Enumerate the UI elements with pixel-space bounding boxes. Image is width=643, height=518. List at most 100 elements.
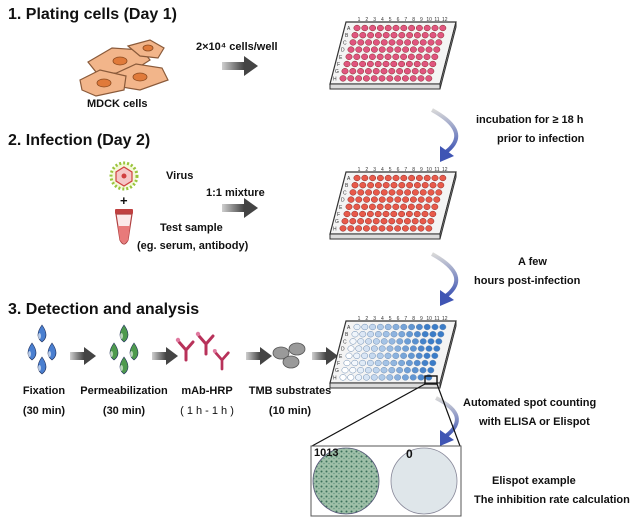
plate-well	[388, 367, 396, 374]
plate-well	[366, 359, 374, 367]
plate-well	[431, 53, 439, 60]
plate-well	[427, 39, 435, 46]
plate-well	[351, 331, 359, 338]
plate-well	[437, 331, 445, 338]
plate-well	[355, 225, 363, 232]
plate-well	[372, 218, 380, 225]
plate-well	[361, 352, 369, 359]
plate-column-label: 11	[434, 316, 439, 322]
plate-well	[409, 46, 417, 53]
plate-row-label: E	[339, 354, 343, 360]
plate-well	[386, 374, 394, 381]
plate-well	[431, 174, 439, 182]
plate-well	[429, 60, 437, 68]
stage-tmb-time: (10 min)	[268, 405, 312, 417]
plate-well	[408, 174, 416, 182]
plate-well	[374, 210, 382, 218]
zoom-lines	[311, 375, 461, 447]
plate-well	[388, 338, 396, 345]
plate-well	[372, 68, 380, 75]
plate-row-label: B	[345, 332, 349, 338]
arrow-plating	[222, 56, 258, 76]
plate-well	[364, 68, 372, 75]
plate-well	[370, 196, 378, 203]
plate-well	[380, 338, 388, 345]
plate-row-label: C	[343, 190, 347, 196]
plate-well	[349, 367, 357, 374]
plate-well	[351, 182, 359, 189]
plate-well	[400, 24, 408, 32]
plate-well	[347, 46, 355, 53]
plate-row-label: H	[333, 226, 337, 232]
plate-well	[396, 338, 404, 345]
plate-column-label: 3	[373, 17, 376, 23]
section-title-infection: 2. Infection (Day 2)	[8, 132, 151, 149]
step3-arrows	[70, 347, 338, 365]
plate-well	[339, 75, 347, 82]
plate-well	[437, 32, 445, 39]
plate-well	[403, 68, 411, 75]
plate-column-label: 6	[397, 316, 400, 322]
plate-well	[427, 367, 435, 374]
plate-well	[353, 24, 361, 32]
plate-well	[415, 53, 423, 60]
mdck-cells-label: MDCK cells	[87, 98, 148, 110]
plate-row-label: D	[341, 48, 345, 54]
plate-well	[392, 352, 400, 359]
plate-well	[417, 75, 425, 82]
plate-well	[341, 218, 349, 225]
plate-well	[429, 182, 437, 189]
plate-well	[368, 53, 376, 60]
plate-well	[417, 196, 425, 203]
plate-column-label: 5	[389, 316, 392, 322]
plate-well	[435, 338, 443, 345]
incubation-text-line1: incubation for ≥ 18 h	[476, 114, 584, 126]
plate-well	[431, 203, 439, 210]
plate-well	[402, 196, 410, 203]
plate-well	[411, 68, 419, 75]
plate-row-label: H	[333, 76, 337, 82]
plate-row-label: H	[333, 375, 337, 381]
plate-row-label: G	[335, 368, 339, 374]
plate-well	[364, 367, 372, 374]
section-title-plating: 1. Plating cells (Day 1)	[8, 6, 177, 23]
plate-well	[351, 32, 359, 39]
plate-well	[421, 32, 429, 39]
plate-well	[347, 374, 355, 381]
plate-well	[367, 32, 375, 39]
plate-well	[421, 60, 429, 68]
plate-well	[415, 174, 423, 182]
plate-well	[402, 345, 410, 352]
plate-well	[429, 210, 437, 218]
plate-well	[431, 323, 439, 331]
plate-well	[398, 210, 406, 218]
plus-sign: +	[120, 193, 128, 208]
plate-row-label: C	[343, 339, 347, 345]
plate-well	[347, 345, 355, 352]
plate-well	[369, 24, 377, 32]
plate-well	[355, 46, 363, 53]
plate-well	[353, 352, 361, 359]
elispot-count-right: 0	[406, 447, 413, 461]
plate-well	[359, 60, 367, 68]
stage-fixation-name: Fixation	[22, 385, 66, 397]
plate-well	[421, 359, 429, 367]
plate-well	[372, 338, 380, 345]
plate-well	[398, 331, 406, 338]
elispot-example-label: Elispot example	[492, 475, 576, 487]
plate-row-label: D	[341, 347, 345, 353]
plate-row-label: B	[345, 33, 349, 39]
plate-well	[353, 174, 361, 182]
plate-well	[390, 182, 398, 189]
plate-well	[404, 338, 412, 345]
plate-well	[349, 218, 357, 225]
plate-well	[347, 225, 355, 232]
plate-well	[372, 189, 380, 196]
arrow-infection	[222, 198, 258, 218]
plate-well	[409, 225, 417, 232]
plate-well	[386, 46, 394, 53]
plate-well	[396, 39, 404, 46]
plate-well	[388, 189, 396, 196]
plate-well	[341, 68, 349, 75]
